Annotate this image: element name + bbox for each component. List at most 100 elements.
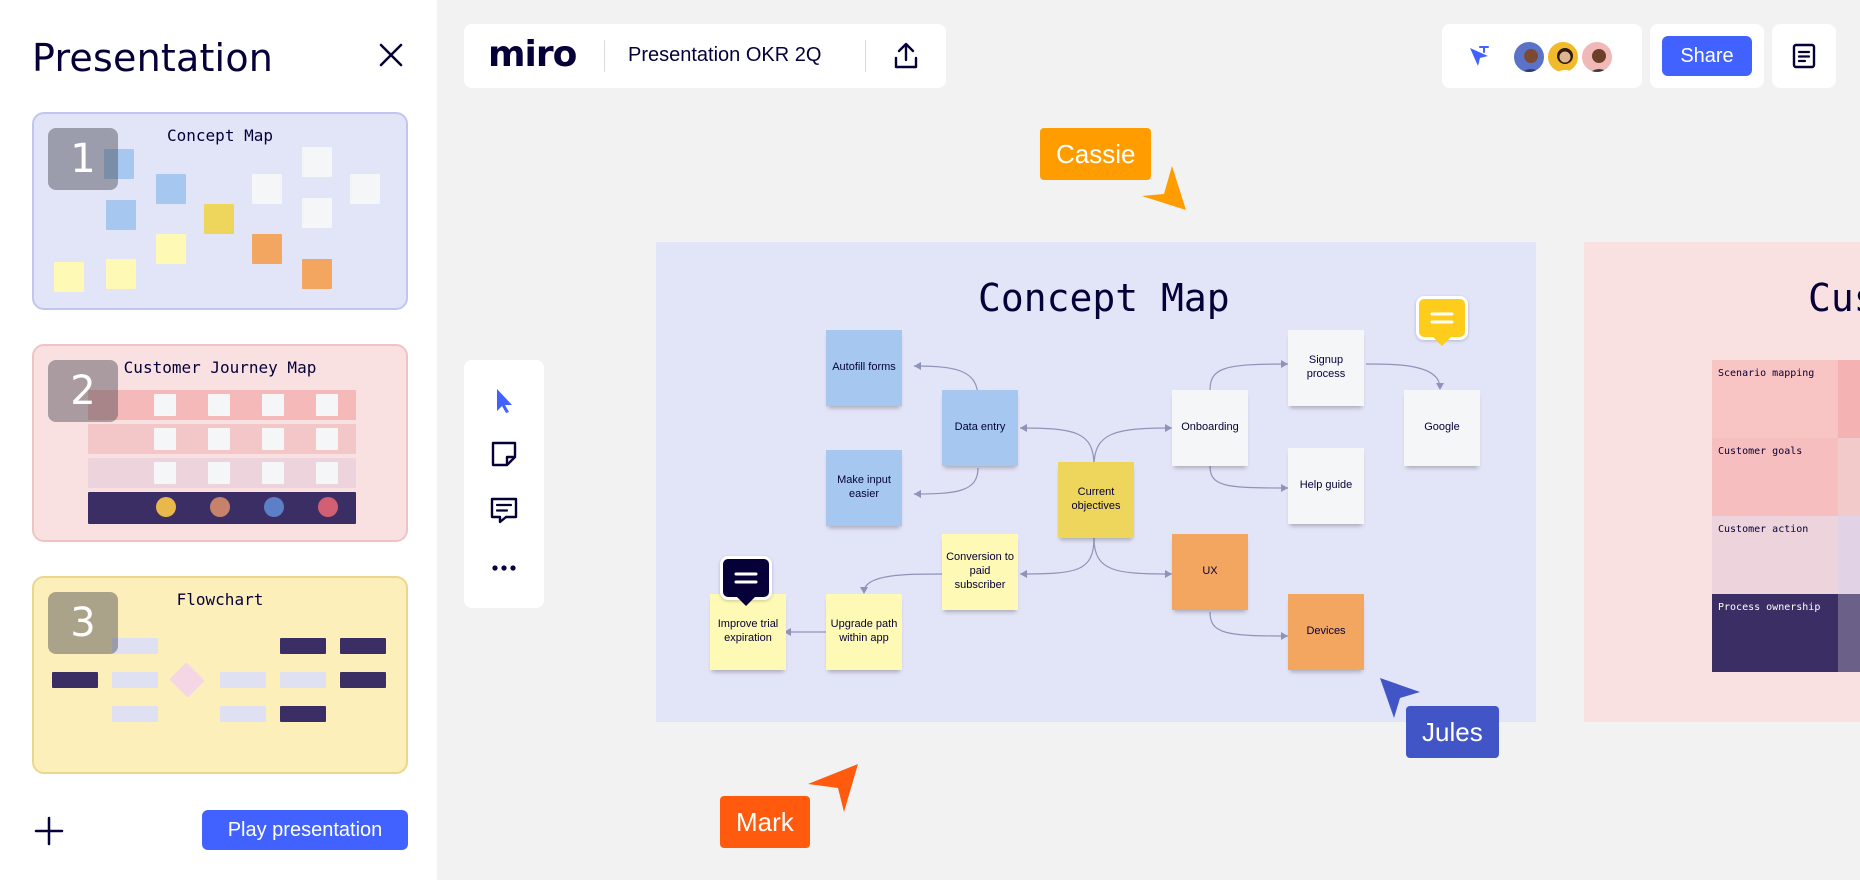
journey-row-label: Scenario mapping bbox=[1712, 360, 1838, 438]
mini-sticky bbox=[106, 200, 136, 230]
journey-row-label: Process ownership bbox=[1712, 594, 1838, 672]
mini-node bbox=[112, 638, 158, 654]
mini-avatar bbox=[156, 497, 176, 517]
slide-thumbnail-1[interactable]: Concept Map 1 bbox=[32, 112, 408, 310]
sticky-note[interactable]: Improve trial expiration bbox=[710, 594, 786, 670]
sticky-note[interactable]: UX bbox=[1172, 534, 1248, 610]
mini-node bbox=[340, 672, 386, 688]
mini-node bbox=[112, 672, 158, 688]
journey-cell bbox=[1838, 594, 1860, 672]
sticky-note[interactable]: Upgrade path within app bbox=[826, 594, 902, 670]
export-icon[interactable] bbox=[890, 40, 922, 72]
sticky-note[interactable]: Devices bbox=[1288, 594, 1364, 670]
sticky-note[interactable]: Data entry bbox=[942, 390, 1018, 466]
avatar[interactable] bbox=[1580, 40, 1614, 74]
collaborators-bar bbox=[1442, 24, 1642, 88]
customer-journey-frame[interactable]: Cus Scenario mapping Customer goals Cust… bbox=[1584, 242, 1860, 722]
avatar[interactable] bbox=[1512, 40, 1546, 74]
mini-sticky bbox=[106, 259, 136, 289]
mini-sticky bbox=[262, 428, 284, 450]
mini-sticky bbox=[156, 234, 186, 264]
mini-avatar bbox=[210, 497, 230, 517]
mini-sticky bbox=[154, 394, 176, 416]
avatar[interactable] bbox=[1546, 40, 1580, 74]
mini-sticky bbox=[252, 174, 282, 204]
journey-cell bbox=[1838, 438, 1860, 516]
slide-number: 2 bbox=[48, 360, 118, 422]
mini-sticky bbox=[302, 259, 332, 289]
mini-sticky bbox=[208, 428, 230, 450]
sticky-note[interactable]: Google bbox=[1404, 390, 1480, 466]
comment-marker[interactable] bbox=[1416, 296, 1468, 340]
sticky-note[interactable]: Current objectives bbox=[1058, 462, 1134, 538]
journey-row-label: Customer goals bbox=[1712, 438, 1838, 516]
journey-cell bbox=[1838, 360, 1860, 438]
slide-title: Concept Map bbox=[167, 126, 273, 145]
slide-number: 3 bbox=[48, 592, 118, 654]
mini-sticky bbox=[316, 428, 338, 450]
presentation-panel: Presentation Concept Map 1 Customer Jour… bbox=[0, 0, 437, 880]
mini-sticky bbox=[154, 428, 176, 450]
slide-number: 1 bbox=[48, 128, 118, 190]
select-cursor-icon[interactable] bbox=[486, 382, 522, 418]
panel-title: Presentation bbox=[32, 36, 274, 80]
share-button[interactable]: Share bbox=[1662, 36, 1752, 76]
mini-sticky bbox=[208, 394, 230, 416]
comment-marker[interactable] bbox=[720, 556, 772, 600]
mini-sticky bbox=[316, 394, 338, 416]
mini-sticky bbox=[350, 174, 380, 204]
creation-toolbar bbox=[464, 360, 544, 608]
mini-sticky bbox=[262, 462, 284, 484]
sticky-note[interactable]: Help guide bbox=[1288, 448, 1364, 524]
sticky-note[interactable]: Conversion to paid subscriber bbox=[942, 534, 1018, 610]
mini-sticky bbox=[208, 462, 230, 484]
sticky-note[interactable]: Autofill forms bbox=[826, 330, 902, 406]
cursor-label-jules: Jules bbox=[1406, 706, 1499, 758]
mini-node bbox=[169, 662, 205, 698]
mini-sticky bbox=[252, 234, 282, 264]
journey-cell bbox=[1838, 516, 1860, 594]
cursor-arrow-icon bbox=[808, 764, 858, 812]
journey-row-label: Customer action bbox=[1712, 516, 1838, 594]
divider bbox=[865, 40, 866, 72]
close-icon[interactable] bbox=[376, 40, 406, 70]
notes-button[interactable] bbox=[1772, 24, 1836, 88]
divider bbox=[604, 40, 605, 72]
play-presentation-button[interactable]: Play presentation bbox=[202, 810, 408, 850]
slide-thumbnail-2[interactable]: Customer Journey Map 2 bbox=[32, 344, 408, 542]
comment-icon[interactable] bbox=[486, 492, 522, 528]
mini-sticky bbox=[316, 462, 338, 484]
concept-map-frame[interactable]: Concept Map bbox=[656, 242, 1536, 722]
comment-lines-icon bbox=[1430, 312, 1454, 324]
mini-node bbox=[340, 638, 386, 654]
reactions-cursor-icon[interactable] bbox=[1466, 44, 1492, 70]
more-tools-icon[interactable] bbox=[486, 550, 522, 586]
sticky-note[interactable]: Make input easier bbox=[826, 450, 902, 526]
mini-node bbox=[280, 706, 326, 722]
sticky-note-icon[interactable] bbox=[486, 436, 522, 472]
slide-thumbnail-3[interactable]: Flowchart 3 bbox=[32, 576, 408, 774]
miro-logo[interactable]: miro bbox=[488, 34, 577, 75]
mini-node bbox=[52, 672, 98, 688]
mini-sticky bbox=[154, 462, 176, 484]
mini-avatar bbox=[264, 497, 284, 517]
share-container: Share bbox=[1650, 24, 1764, 88]
mini-node bbox=[220, 672, 266, 688]
sticky-note[interactable]: Onboarding bbox=[1172, 390, 1248, 466]
cursor-label-mark: Mark bbox=[720, 796, 810, 848]
cursor-arrow-icon bbox=[1380, 678, 1420, 718]
slide-title: Customer Journey Map bbox=[123, 358, 317, 377]
mini-sticky bbox=[302, 147, 332, 177]
add-slide-icon[interactable] bbox=[32, 814, 66, 848]
mini-sticky bbox=[204, 204, 234, 234]
board-header: miro Presentation OKR 2Q bbox=[464, 24, 946, 88]
cursor-arrow-icon bbox=[1142, 166, 1186, 210]
mini-node bbox=[112, 706, 158, 722]
mini-node bbox=[280, 638, 326, 654]
comment-tail bbox=[736, 596, 756, 606]
sticky-note[interactable]: Signup process bbox=[1288, 330, 1364, 406]
mini-sticky bbox=[54, 262, 84, 292]
board-title[interactable]: Presentation OKR 2Q bbox=[628, 44, 822, 66]
mini-sticky bbox=[262, 394, 284, 416]
mini-sticky bbox=[104, 149, 134, 179]
